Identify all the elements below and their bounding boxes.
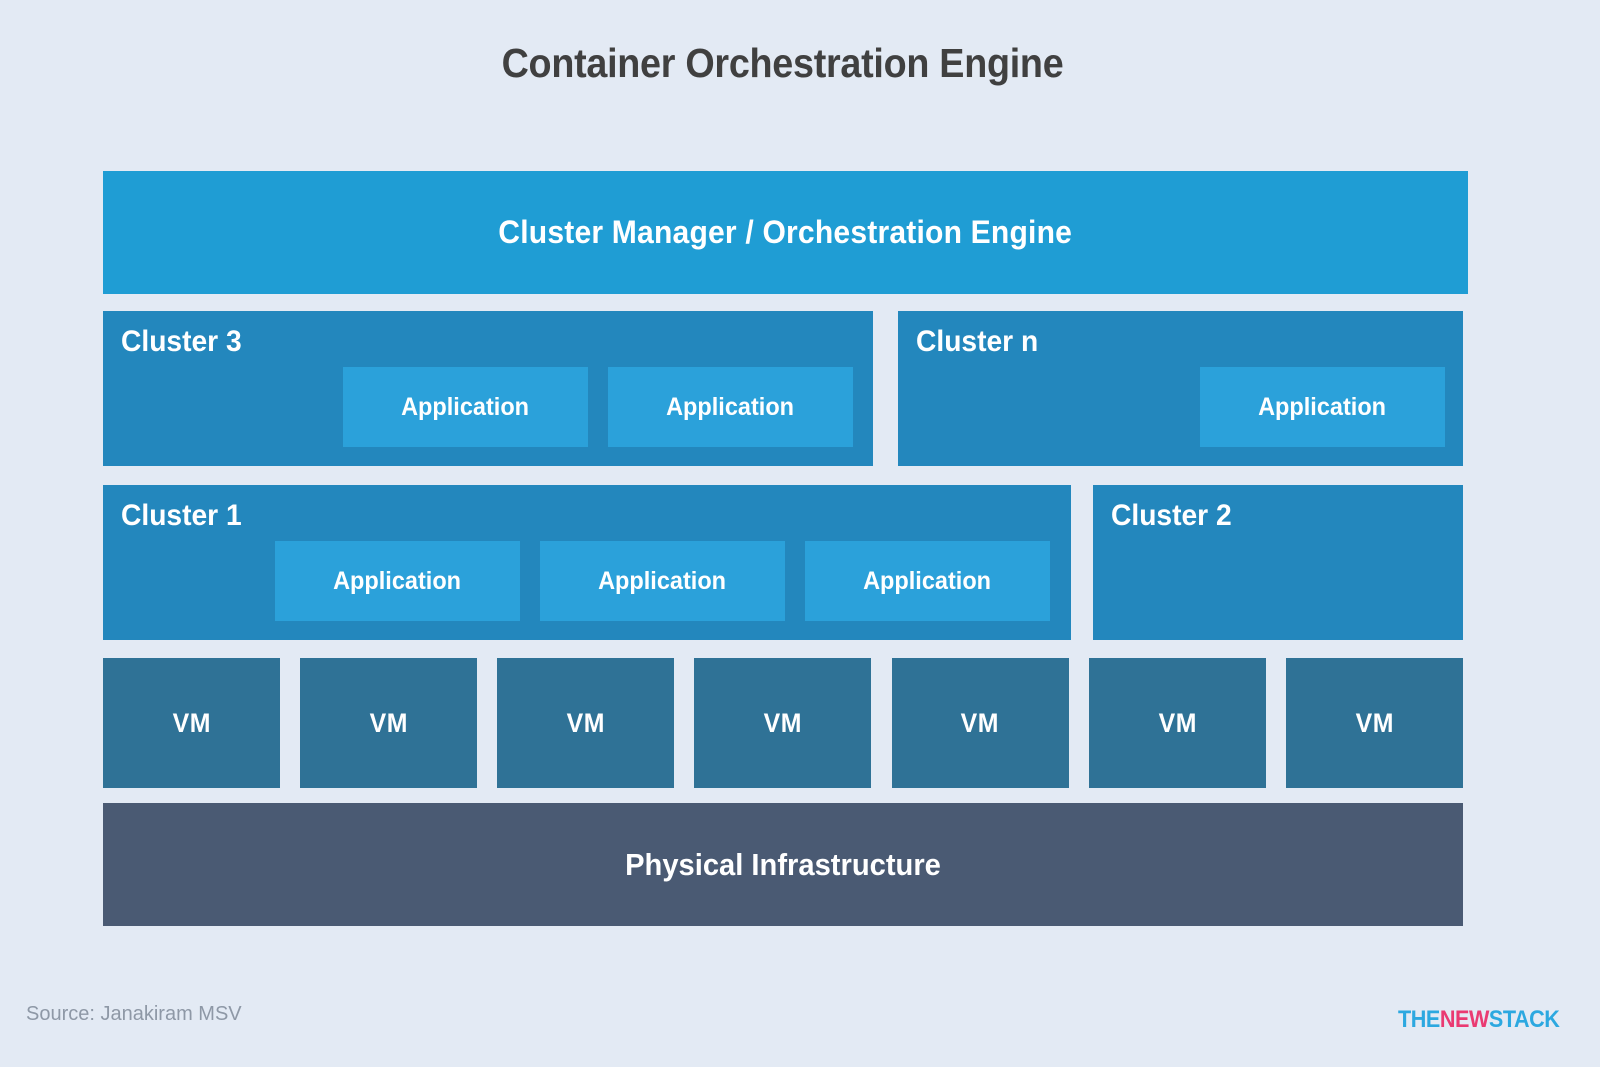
application-label: Application	[666, 392, 795, 421]
vm-box: VM	[300, 658, 478, 788]
thenewstack-logo: THENEWSTACK	[1398, 1006, 1560, 1034]
physical-infrastructure-band: Physical Infrastructure	[103, 803, 1463, 926]
vm-box: VM	[1285, 658, 1463, 788]
application-box: Application	[608, 367, 853, 447]
cluster-label-cluster-1: Cluster 1	[121, 499, 242, 532]
vm-box: VM	[694, 658, 872, 788]
vm-label: VM	[763, 707, 803, 738]
cluster-box-cluster-3: Cluster 3 Application Application	[103, 311, 873, 466]
application-box: Application	[275, 541, 520, 621]
vm-label: VM	[369, 707, 408, 738]
application-label: Application	[333, 566, 462, 595]
cluster-label-cluster-2: Cluster 2	[1111, 499, 1232, 532]
application-box: Application	[805, 541, 1050, 621]
logo-part-stack: STACK	[1488, 1006, 1560, 1033]
application-box: Application	[343, 367, 588, 447]
logo-part-the: THE	[1398, 1006, 1440, 1033]
vm-box: VM	[891, 658, 1069, 788]
cluster-label-cluster-3: Cluster 3	[121, 325, 242, 358]
vm-box: VM	[497, 658, 675, 788]
cluster-box-cluster-2: Cluster 2	[1093, 485, 1463, 640]
orchestration-engine-label: Cluster Manager / Orchestration Engine	[498, 214, 1073, 250]
cluster-box-cluster-n: Cluster n Application	[898, 311, 1463, 466]
application-box: Application	[1200, 367, 1445, 447]
cluster-label-cluster-n: Cluster n	[916, 325, 1039, 358]
page-title: Container Orchestration Engine	[501, 40, 1064, 86]
application-box: Application	[540, 541, 785, 621]
application-row-cluster-n: Application	[1200, 367, 1445, 447]
application-row-cluster-1: Application Application Application	[275, 541, 1050, 621]
orchestration-engine-band: Cluster Manager / Orchestration Engine	[103, 171, 1468, 294]
vm-label: VM	[566, 707, 605, 738]
cluster-box-cluster-1: Cluster 1 Application Application Applic…	[103, 485, 1071, 640]
application-row-cluster-3: Application Application	[343, 367, 853, 447]
source-attribution: Source: Janakiram MSV	[26, 1003, 242, 1025]
vm-label: VM	[172, 707, 211, 738]
logo-part-new: NEW	[1439, 1006, 1489, 1033]
vm-label: VM	[1355, 707, 1394, 738]
application-label: Application	[598, 566, 727, 595]
application-label: Application	[1258, 392, 1387, 421]
vm-box: VM	[1088, 658, 1266, 788]
vm-box: VM	[103, 658, 280, 788]
physical-infrastructure-label: Physical Infrastructure	[625, 846, 941, 882]
vm-label: VM	[961, 707, 1000, 738]
vm-label: VM	[1158, 707, 1197, 738]
application-label: Application	[863, 566, 992, 595]
application-label: Application	[401, 392, 530, 421]
vm-row: VM VM VM VM VM VM VM	[103, 658, 1463, 788]
